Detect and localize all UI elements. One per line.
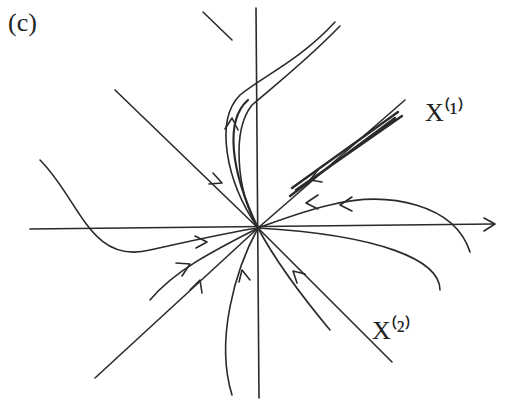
eigenvector-line — [95, 100, 405, 378]
arrowhead — [310, 170, 322, 182]
trajectory — [258, 228, 440, 290]
arrowhead — [225, 118, 238, 130]
trajectory — [258, 199, 470, 252]
eigenvector-label: X⁽²⁾ — [372, 318, 411, 344]
vertical-axis — [256, 8, 259, 398]
trajectory — [40, 160, 258, 252]
arrowhead — [340, 197, 352, 211]
arrowhead — [190, 280, 202, 293]
eigenvector-line — [115, 90, 392, 362]
arrowhead — [195, 236, 207, 248]
panel-label: (c) — [8, 10, 37, 36]
trajectory — [226, 228, 258, 395]
trajectory — [290, 112, 402, 196]
arrowhead — [176, 263, 190, 276]
eigenvector-label: X⁽¹⁾ — [425, 100, 464, 126]
axis-tick — [203, 12, 232, 40]
trajectory — [239, 26, 340, 228]
trajectory — [258, 228, 330, 330]
arrowhead — [209, 173, 222, 184]
axis-arrowhead — [484, 218, 495, 231]
trajectory — [233, 100, 258, 228]
arrowhead — [293, 271, 305, 283]
arrowhead — [306, 195, 318, 209]
arrowhead — [239, 270, 250, 282]
